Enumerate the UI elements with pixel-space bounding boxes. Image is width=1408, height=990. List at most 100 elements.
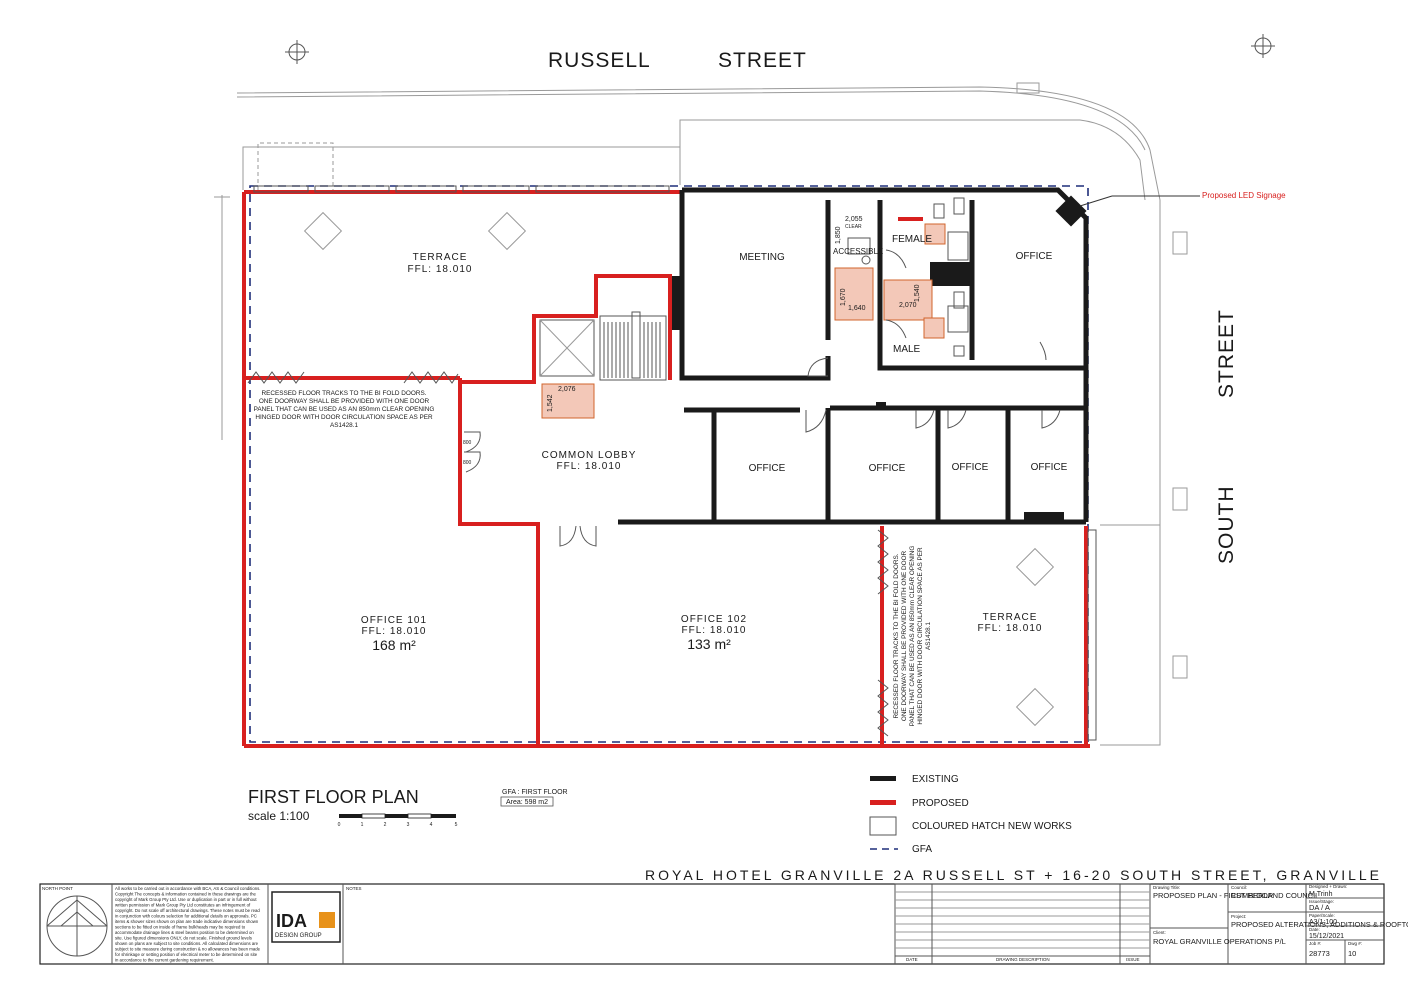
svg-text:15/12/2021: 15/12/2021 — [1309, 933, 1344, 940]
svg-text:M.Trinh: M.Trinh — [1309, 891, 1333, 898]
legend-label-hatch: COLOURED HATCH NEW WORKS — [912, 821, 1072, 832]
svg-text:DESIGN GROUP: DESIGN GROUP — [275, 933, 322, 939]
room-terrace-nw-ffl: FFL: 18.010 — [408, 264, 473, 275]
room-office-102: OFFICE 102 — [681, 614, 747, 625]
svg-text:5: 5 — [455, 822, 458, 828]
plan-scale: scale 1:100 — [248, 809, 310, 823]
svg-text:PROPOSED ALTERATIONS, ADDITION: PROPOSED ALTERATIONS, ADDITIONS & ROOFTO… — [1231, 920, 1408, 929]
svg-text:Date:: Date: — [1309, 927, 1320, 932]
room-office-101-ffl: FFL: 18.010 — [362, 626, 427, 637]
legend-label-existing: EXISTING — [912, 774, 959, 785]
svg-text:ISSUE: ISSUE — [1126, 957, 1140, 962]
room-office-102-ffl: FFL: 18.010 — [682, 625, 747, 636]
svg-text:PANEL THAT CAN BE USED AS AN 8: PANEL THAT CAN BE USED AS AN 850mm CLEAR… — [909, 546, 916, 727]
svg-text:1: 1 — [361, 822, 364, 828]
legend-swatch-proposed — [870, 800, 896, 805]
svg-text:Job #:: Job #: — [1309, 941, 1321, 946]
svg-text:HINGED DOOR WITH DOOR CIRCULAT: HINGED DOOR WITH DOOR CIRCULATION SPACE … — [917, 547, 924, 725]
svg-text:DRAWING DESCRIPTION: DRAWING DESCRIPTION — [996, 957, 1050, 962]
dim-2076: 2,076 — [558, 386, 576, 393]
bifold-note-east: RECESSED FLOOR TRACKS TO THE BI FOLD DOO… — [893, 546, 932, 727]
svg-text:DA / A: DA / A — [1309, 903, 1330, 912]
svg-text:shown on plans are subject to: shown on plans are subject to site condi… — [115, 941, 259, 946]
dim-1640: 1,640 — [848, 305, 866, 312]
room-common-lobby: COMMON LOBBY — [542, 450, 637, 461]
svg-text:written permission of Mark Gro: written permission of Mark Group Pty Ltd… — [115, 903, 251, 908]
svg-text:ONE DOORWAY SHALL BE PROVIDED: ONE DOORWAY SHALL BE PROVIDED WITH ONE D… — [901, 550, 908, 721]
svg-text:copyright. Do not scale off ar: copyright. Do not scale off architectura… — [115, 908, 260, 913]
room-office-101: OFFICE 101 — [361, 615, 427, 626]
room-office-101-area: 168 m² — [372, 637, 416, 653]
room-office-ne: OFFICE — [1016, 251, 1053, 262]
room-terrace-se: TERRACE — [983, 612, 1038, 623]
north-windows — [253, 185, 1097, 741]
svg-text:2: 2 — [384, 822, 387, 828]
scale-bar: 0 1 2 3 4 5 — [338, 813, 458, 828]
svg-text:in accordance to the current g: in accordance to the current gardening r… — [115, 958, 214, 963]
svg-text:Client:: Client: — [1153, 930, 1166, 935]
room-office-c: OFFICE — [952, 462, 989, 473]
svg-text:items & shower sizes shown on: items & shower sizes shown on plan are t… — [115, 919, 259, 924]
legend-label-proposed: PROPOSED — [912, 798, 969, 809]
section-marker-b-icon — [1251, 34, 1275, 58]
svg-text:Paper/Scale:: Paper/Scale: — [1309, 913, 1335, 918]
svg-text:NOTES: NOTES — [346, 886, 362, 891]
svg-text:in conjunction with colours se: in conjunction with colours selection fo… — [115, 914, 257, 919]
svg-text:ROYAL GRANVILLE OPERATIONS P/L: ROYAL GRANVILLE OPERATIONS P/L — [1153, 937, 1286, 946]
dim-1850: 1,850 — [835, 226, 842, 244]
svg-text:PANEL THAT CAN BE USED AS AN 8: PANEL THAT CAN BE USED AS AN 850mm CLEAR… — [254, 406, 435, 413]
staircase — [599, 311, 667, 381]
svg-text:accommodate drainage lines & s: accommodate drainage lines & steel beams… — [115, 930, 254, 935]
dim-1542: 1,542 — [547, 394, 554, 412]
room-common-lobby-ffl: FFL: 18.010 — [557, 461, 622, 472]
title-block: NORTH POINT All works to be carried out … — [39, 883, 1408, 965]
svg-text:AS1428.1: AS1428.1 — [925, 622, 932, 651]
section-marker-a-icon — [285, 40, 309, 64]
room-terrace-se-ffl: FFL: 18.010 — [978, 623, 1043, 634]
toilet-fixtures — [847, 197, 969, 357]
terrace-furniture — [303, 211, 1055, 727]
door-swings — [464, 249, 1061, 547]
dim-1670: 1,670 — [840, 288, 847, 306]
svg-text:A3/1:100: A3/1:100 — [1309, 919, 1337, 926]
street-name-street-north: STREET — [718, 49, 807, 72]
room-office-102-area: 133 m² — [687, 636, 731, 652]
svg-text:28773: 28773 — [1309, 949, 1330, 958]
svg-text:All works to be carried out in: All works to be carried out in accordanc… — [115, 886, 260, 891]
dim-1540: 1,540 — [914, 284, 921, 302]
svg-text:HINGED DOOR WITH DOOR CIRCULAT: HINGED DOOR WITH DOOR CIRCULATION SPACE … — [255, 414, 433, 421]
svg-text:ONE DOORWAY SHALL BE PROVIDED: ONE DOORWAY SHALL BE PROVIDED WITH ONE D… — [259, 398, 430, 405]
north-point-icon — [46, 895, 108, 957]
svg-text:Area: 598 m2: Area: 598 m2 — [506, 799, 548, 806]
svg-text:IDA: IDA — [276, 911, 307, 931]
legend-swatch-existing — [870, 776, 896, 781]
legend: EXISTING PROPOSED COLOURED HATCH NEW WOR… — [869, 774, 1072, 855]
svg-text:RECESSED FLOOR TRACKS TO THE B: RECESSED FLOOR TRACKS TO THE BI FOLD DOO… — [893, 553, 900, 718]
svg-text:Council:: Council: — [1231, 885, 1247, 890]
svg-text:AS1428.1: AS1428.1 — [330, 422, 359, 429]
led-signage-callout: Proposed LED Signage — [1079, 191, 1286, 207]
svg-text:Project:: Project: — [1231, 914, 1246, 919]
lift-void — [539, 319, 595, 377]
street-name-south: SOUTH — [1215, 486, 1238, 565]
svg-text:PROPOSED PLAN - FIRST FLOOR: PROPOSED PLAN - FIRST FLOOR — [1153, 891, 1274, 900]
svg-text:4: 4 — [430, 822, 433, 828]
company-logo: IDA DESIGN GROUP — [271, 891, 341, 943]
existing-walls — [618, 187, 1089, 525]
room-terrace-nw: TERRACE — [413, 252, 468, 263]
dim-2070: 2,070 — [899, 302, 917, 309]
svg-text:for shrinkage or setting posit: for shrinkage or setting position of ele… — [115, 952, 258, 957]
room-office-a: OFFICE — [749, 463, 786, 474]
svg-text:DATE: DATE — [906, 957, 918, 962]
svg-text:GFA : FIRST FLOOR: GFA : FIRST FLOOR — [502, 789, 568, 796]
street-name-street-east: STREET — [1215, 309, 1238, 398]
dim-800b: 800 — [463, 460, 472, 466]
hatched-new-works — [541, 223, 946, 419]
svg-text:Designed + Drawn:: Designed + Drawn: — [1309, 884, 1347, 889]
gfa-summary-box: GFA : FIRST FLOOR Area: 598 m2 — [500, 789, 568, 807]
svg-text:Dwg #:: Dwg #: — [1348, 941, 1362, 946]
dim-clear: CLEAR — [845, 224, 862, 230]
bifold-note-west: RECESSED FLOOR TRACKS TO THE BI FOLD DOO… — [254, 390, 435, 429]
dim-2055: 2,055 — [845, 216, 863, 223]
